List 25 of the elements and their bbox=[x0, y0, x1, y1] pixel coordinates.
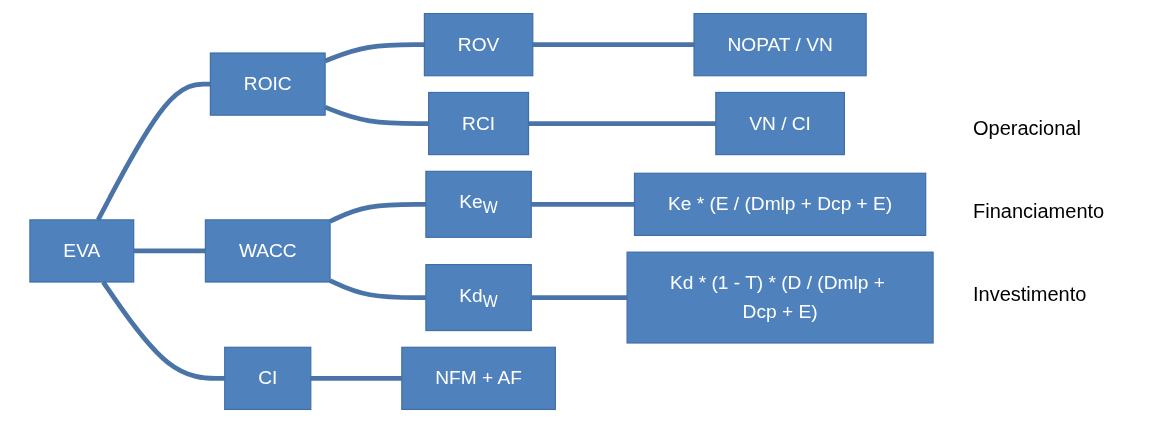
node-box: Ke$_{W}$ bbox=[425, 170, 532, 238]
connector bbox=[528, 121, 716, 126]
node-box: RCI bbox=[428, 91, 530, 156]
node-box: EVA bbox=[29, 219, 135, 283]
group-label: Operacional bbox=[973, 117, 1082, 140]
node-box: WACC bbox=[204, 219, 331, 283]
connector bbox=[532, 42, 694, 48]
node-box: ROV bbox=[423, 12, 534, 77]
node-box: NOPAT / VN bbox=[693, 12, 867, 77]
node-box: CI bbox=[224, 346, 312, 411]
node-box: VN / CI bbox=[715, 91, 845, 156]
connector bbox=[329, 278, 426, 300]
connector bbox=[531, 295, 628, 300]
node-box: Kd * (1 - T) * (D / (Dmlp + Dcp + E) bbox=[626, 251, 934, 344]
group-label: Financiamento bbox=[973, 200, 1106, 223]
node-box: NFM + AF bbox=[401, 346, 556, 411]
connector bbox=[96, 81, 211, 221]
connector bbox=[310, 375, 402, 381]
node-box: Kd$_{W}$ bbox=[425, 264, 532, 332]
connector bbox=[531, 201, 635, 207]
connector bbox=[133, 248, 206, 254]
connector bbox=[329, 201, 426, 224]
node-box: ROIC bbox=[209, 52, 326, 116]
node-box: Ke * (E / (Dmlp + Dcp + E) bbox=[633, 172, 927, 236]
group-label: Investimento bbox=[973, 283, 1088, 306]
